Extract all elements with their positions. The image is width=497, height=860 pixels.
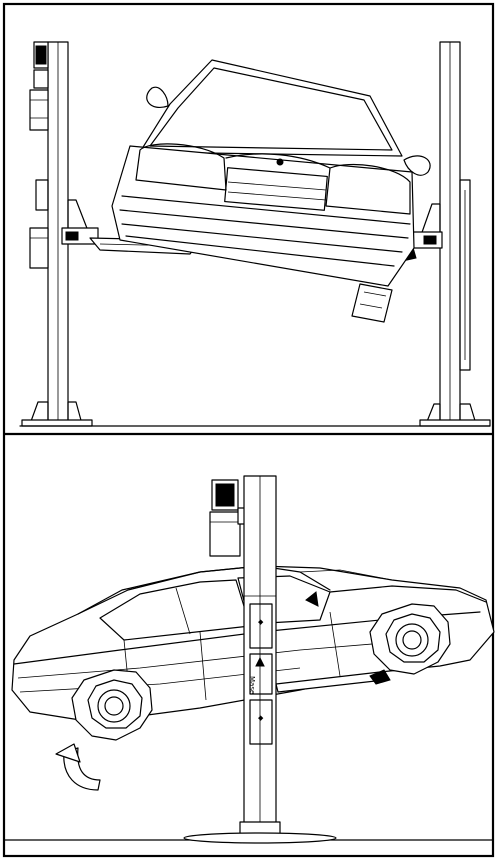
- side-hydraulic-tank: [209, 511, 241, 557]
- front-view-panel: [19, 41, 491, 427]
- control-box: [29, 227, 49, 269]
- hood-emblem: [276, 158, 284, 166]
- svg-text:◆: ◆: [258, 618, 264, 626]
- car-cabin: [139, 59, 403, 157]
- left-mirror: [146, 86, 169, 108]
- sticker-label: Mase: [248, 676, 256, 694]
- right-mirror: [403, 155, 431, 176]
- svg-text:◆: ◆: [258, 714, 264, 722]
- side-post: ◆ Mase ◆: [183, 475, 337, 844]
- car-front-view: [111, 59, 431, 323]
- front-window: [237, 575, 331, 625]
- hydraulic-tank: [29, 89, 49, 131]
- warning-icon: [255, 656, 265, 667]
- rotation-arrow: [55, 743, 101, 791]
- side-view-panel: ◆ Mase ◆: [3, 475, 495, 844]
- rear-wheel: [71, 669, 153, 741]
- front-tire: [351, 283, 393, 323]
- front-wheel: [369, 603, 451, 675]
- warning-sticker: [249, 653, 273, 695]
- left-post: [21, 41, 93, 427]
- side-mirror: [305, 591, 319, 607]
- side-base-plate: [183, 832, 337, 844]
- car-body: [111, 145, 415, 287]
